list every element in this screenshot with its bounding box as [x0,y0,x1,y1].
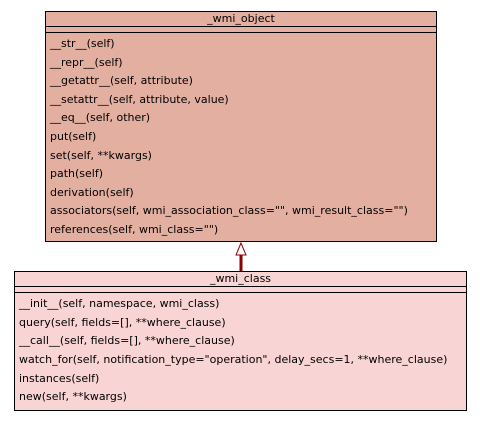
method-item: set(self, **kwargs) [50,148,152,162]
method-item: __call__(self, fields=[], **where_clause… [19,334,235,348]
methods-compartment: __str__(self) __repr__(self) __getattr__… [46,33,436,240]
class-box-wmi-class[interactable]: _wmi_class __init__(self, namespace, wmi… [14,271,467,411]
method-item: derivation(self) [50,185,134,199]
method-item: new(self, **kwargs) [19,390,127,404]
attributes-compartment [46,27,436,33]
class-name: _wmi_class [15,272,466,287]
method-item: query(self, fields=[], **where_clause) [19,315,226,329]
method-item: references(self, wmi_class="") [50,222,219,236]
class-name: _wmi_object [46,12,436,27]
class-box-wmi-object[interactable]: _wmi_object __str__(self) __repr__(self)… [45,11,437,242]
method-item: __init__(self, namespace, wmi_class) [19,297,220,310]
methods-compartment: __init__(self, namespace, wmi_class) que… [15,293,466,407]
method-item: __getattr__(self, attribute) [50,74,193,88]
method-item: instances(self) [19,371,100,385]
method-item: path(self) [50,167,104,181]
inheritance-arrowhead [235,241,247,256]
method-item: associators(self, wmi_association_class=… [50,204,408,218]
attributes-compartment [15,287,466,293]
method-item: put(self) [50,129,97,143]
method-item: watch_for(self, notification_type="opera… [19,353,448,367]
method-item: __eq__(self, other) [50,111,151,125]
method-item: __str__(self) [50,37,115,50]
method-item: __setattr__(self, attribute, value) [50,92,229,106]
method-item: __repr__(self) [50,55,123,69]
